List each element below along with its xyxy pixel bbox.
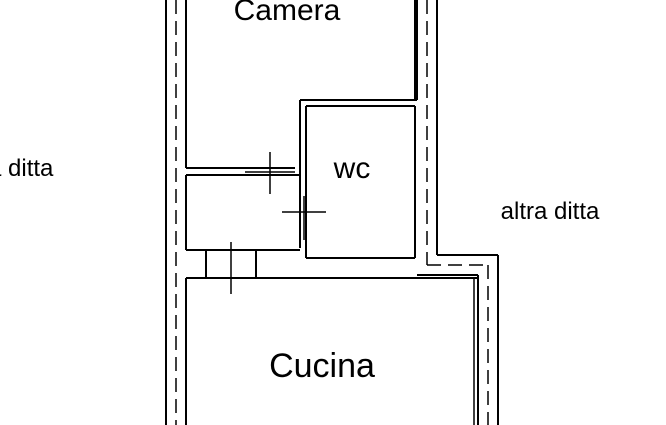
left-outer-wall: [165, 0, 187, 425]
left-neighbor-label: a ditta: [0, 155, 54, 182]
right-upper-wall: [416, 0, 499, 425]
cucina-room: [186, 277, 479, 425]
corridor: [185, 174, 300, 278]
right-neighbor-label: altra ditta: [501, 198, 600, 225]
wc-label: wc: [333, 152, 371, 185]
cucina-label: Cucina: [269, 347, 375, 385]
door-markers: [230, 152, 326, 294]
camera-label: Camera: [234, 0, 341, 27]
